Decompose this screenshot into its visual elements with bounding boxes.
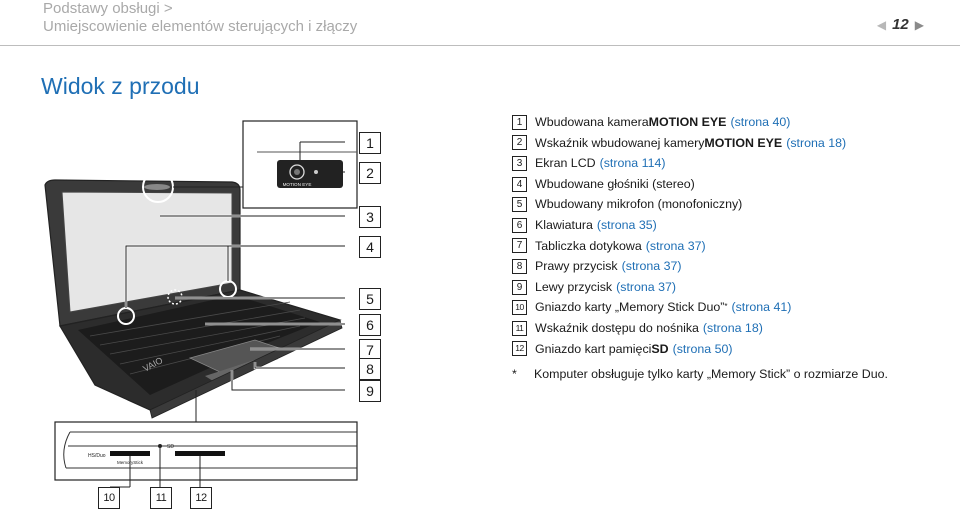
legend-item: 3 Ekran LCD(strona 114) [512, 153, 846, 174]
legend-item: 5 Wbudowany mikrofon (monofoniczny) [512, 194, 846, 215]
legend-item: 6 Klawiatura(strona 35) [512, 215, 846, 236]
item-number: 6 [512, 217, 527, 233]
callout-5: 5 [359, 288, 381, 310]
breadcrumb-parent[interactable]: Podstawy obsługi > [43, 0, 173, 17]
breadcrumb-current: Umiejscowienie elementów sterujących i z… [43, 18, 358, 35]
callout-3: 3 [359, 206, 381, 228]
item-text: Gniazdo kart pamięci [535, 341, 652, 356]
page-navigation: ◀ 12 ▶ [877, 16, 924, 33]
item-number: 4 [512, 176, 527, 192]
legend-item: 12 Gniazdo kart pamięci SD(strona 50) [512, 339, 846, 360]
page-link[interactable]: (strona 41) [731, 300, 792, 315]
footnote-marker: * [724, 302, 728, 312]
item-number: 11 [512, 320, 527, 336]
footnote-text: Komputer obsługuje tylko karty „Memory S… [534, 367, 888, 381]
callout-8: 8 [359, 358, 381, 380]
page-link[interactable]: (strona 37) [621, 259, 682, 274]
footnote-mark: * [512, 367, 517, 381]
sd-slot [175, 451, 225, 456]
item-text: Klawiatura [535, 217, 593, 232]
item-number: 5 [512, 197, 527, 213]
item-number: 9 [512, 279, 527, 295]
item-number: 7 [512, 238, 527, 254]
sd-label: SD [167, 444, 174, 450]
item-text-bold: MOTION EYE [648, 115, 727, 129]
keyboard-area [78, 295, 320, 395]
item-number: 3 [512, 155, 527, 171]
legend-item: 1 Wbudowana kamera MOTION EYE(strona 40) [512, 112, 846, 133]
callout-2: 2 [359, 162, 381, 184]
item-number: 10 [512, 300, 527, 316]
item-number: 2 [512, 135, 527, 151]
camera-on-lid [144, 184, 170, 190]
hs-duo-label: HS/Duo [88, 453, 106, 459]
memory-stick-slot [110, 451, 150, 456]
item-text: Lewy przycisk [535, 279, 613, 294]
page-link[interactable]: (strona 50) [672, 341, 733, 356]
legend-item: 10 Gniazdo karty „Memory Stick Duo”*(str… [512, 297, 846, 318]
item-text-bold: SD [651, 341, 669, 356]
item-number: 12 [512, 341, 527, 357]
page-link[interactable]: (strona 35) [596, 217, 657, 232]
item-text: Wbudowane głośniki (stereo) [535, 176, 695, 191]
legend-item: 8 Prawy przycisk(strona 37) [512, 256, 846, 277]
legend-item: 9 Lewy przycisk(strona 37) [512, 277, 846, 298]
legend-item: 4 Wbudowane głośniki (stereo) [512, 174, 846, 195]
page-link[interactable]: (strona 37) [645, 238, 706, 253]
item-number: 8 [512, 258, 527, 274]
page-link[interactable]: (strona 114) [599, 156, 666, 171]
header-divider [0, 45, 960, 46]
item-text: Ekran LCD [535, 156, 596, 171]
callout-6: 6 [359, 314, 381, 336]
item-text: Wskaźnik dostępu do nośnika [535, 320, 699, 335]
access-indicator [158, 444, 162, 448]
item-text: Prawy przycisk [535, 259, 618, 274]
page-link[interactable]: (strona 18) [786, 135, 847, 150]
callout-12: 12 [190, 487, 212, 509]
page-link[interactable]: (strona 37) [616, 279, 677, 294]
item-text: Wbudowana kamera [535, 115, 649, 129]
page-number: 12 [892, 16, 909, 33]
next-arrow-icon[interactable]: ▶ [914, 17, 924, 32]
item-number: 1 [512, 114, 527, 130]
motion-eye-label: MOTION EYE [283, 182, 312, 187]
prev-arrow-icon[interactable]: ◀ [876, 17, 887, 32]
item-text: Wbudowany mikrofon (monofoniczny) [535, 197, 743, 212]
callout-11: 11 [150, 487, 172, 509]
laptop-front-view-illustration: MOTION EYE VAIO [44, 120, 358, 488]
item-text-bold: MOTION EYE [704, 135, 783, 150]
callout-10: 10 [98, 487, 120, 509]
legend-item: 11 Wskaźnik dostępu do nośnika(strona 18… [512, 318, 846, 339]
section-title: Widok z przodu [41, 73, 200, 99]
item-text: Gniazdo karty „Memory Stick Duo” [535, 300, 725, 315]
callout-1: 1 [359, 132, 381, 154]
component-legend: 1 Wbudowana kamera MOTION EYE(strona 40)… [512, 112, 846, 359]
callout-4: 4 [359, 236, 381, 258]
footnote: * Komputer obsługuje tylko karty „Memory … [512, 367, 888, 381]
legend-item: 7 Tabliczka dotykowa(strona 37) [512, 236, 846, 257]
page-link[interactable]: (strona 18) [702, 320, 763, 335]
item-text: Wskaźnik wbudowanej kamery [535, 135, 705, 150]
callout-9: 9 [359, 380, 381, 402]
page-link[interactable]: (strona 40) [730, 115, 791, 129]
legend-item: 2 Wskaźnik wbudowanej kamery MOTION EYE(… [512, 133, 846, 154]
item-text: Tabliczka dotykowa [535, 238, 642, 253]
